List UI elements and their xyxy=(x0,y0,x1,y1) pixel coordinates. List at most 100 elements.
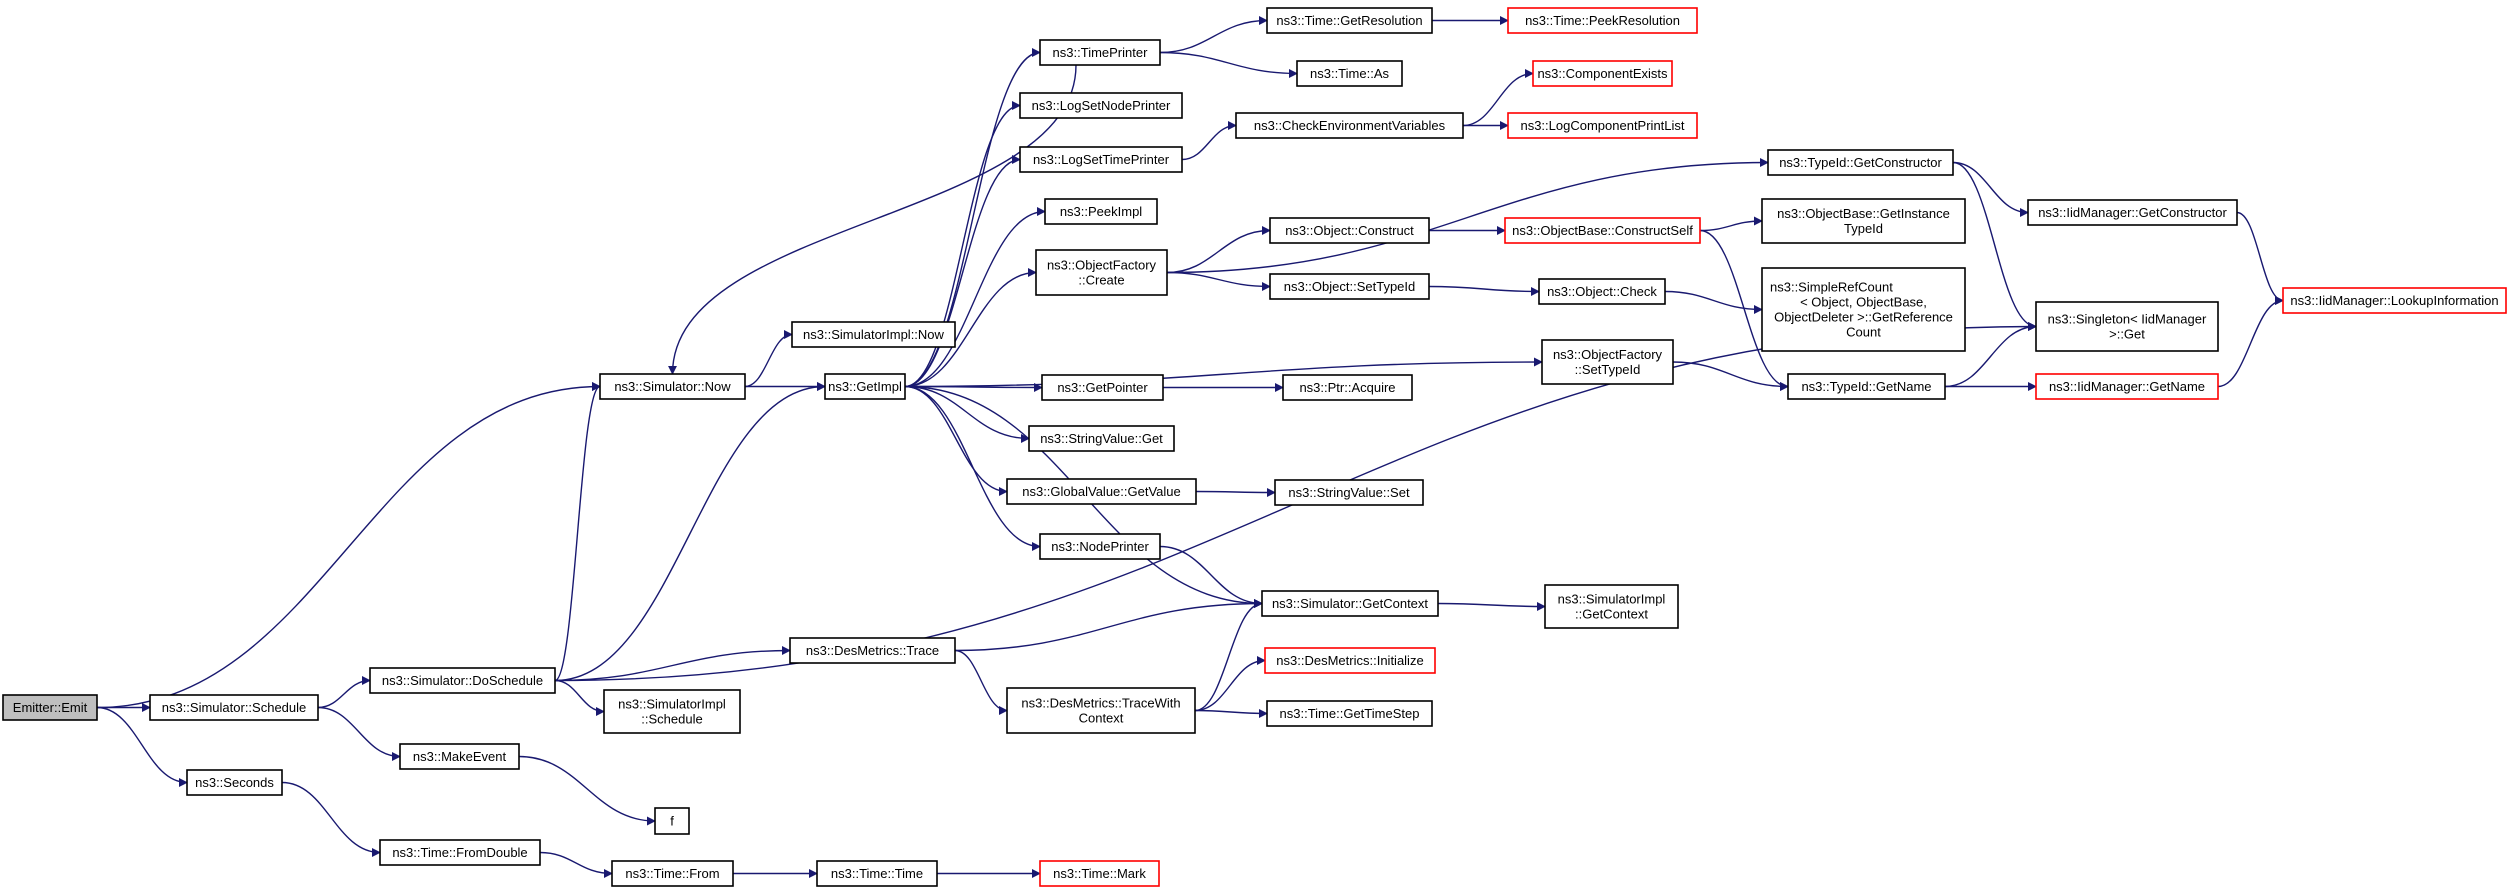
node-label: ns3::ObjectBase::GetInstance xyxy=(1777,206,1950,221)
node-box xyxy=(186,769,283,796)
node-object-construct[interactable]: ns3::Object::Construct xyxy=(1269,217,1430,244)
node-simulator-schedule[interactable]: ns3::Simulator::Schedule xyxy=(149,694,319,721)
node-box xyxy=(1541,339,1674,385)
edge-time-fromdouble-to-time-from xyxy=(539,851,613,878)
node-box xyxy=(1041,374,1164,401)
node-time-peekresolution[interactable]: ns3::Time::PeekResolution xyxy=(1507,7,1698,34)
edge-timeprinter-to-time-getresolution xyxy=(1159,16,1268,54)
node-label: Emitter::Emit xyxy=(13,700,88,715)
node-box xyxy=(1264,647,1436,674)
node-simulator-doschedule[interactable]: ns3::Simulator::DoSchedule xyxy=(369,667,556,694)
node-stringvalue-get[interactable]: ns3::StringValue::Get xyxy=(1028,425,1175,452)
node-f[interactable]: f xyxy=(654,807,690,835)
node-simulatorimpl-now[interactable]: ns3::SimulatorImpl::Now xyxy=(791,321,956,348)
node-box xyxy=(2,694,98,721)
node-timeprinter[interactable]: ns3::TimePrinter xyxy=(1039,39,1161,66)
node-label: ns3::SimulatorImpl::Now xyxy=(803,327,944,342)
edge-getimpl-to-stringvalue-get xyxy=(904,385,1030,443)
node-label: ns3::Time::PeekResolution xyxy=(1525,13,1680,28)
node-logsetnodeprinter[interactable]: ns3::LogSetNodePrinter xyxy=(1019,92,1183,119)
node-object-settypeid[interactable]: ns3::Object::SetTypeId xyxy=(1269,273,1430,300)
node-checkenvironmentvariables[interactable]: ns3::CheckEnvironmentVariables xyxy=(1235,112,1464,139)
edge-getimpl-to-objectfactory-create xyxy=(904,268,1037,388)
node-simulatorimpl-getcontext[interactable]: ns3::SimulatorImpl::GetContext xyxy=(1544,584,1679,629)
node-logsettimeprinter[interactable]: ns3::LogSetTimePrinter xyxy=(1019,146,1183,173)
node-label: ns3::DesMetrics::TraceWith xyxy=(1021,696,1180,711)
node-simulatorimpl-schedule[interactable]: ns3::SimulatorImpl::Schedule xyxy=(603,689,741,734)
node-time-fromdouble[interactable]: ns3::Time::FromDouble xyxy=(379,839,541,866)
node-label: ::GetContext xyxy=(1575,607,1648,622)
node-singleton-get[interactable]: ns3::Singleton< IidManager >::Get xyxy=(2035,301,2219,352)
node-getpointer[interactable]: ns3::GetPointer xyxy=(1041,374,1164,401)
node-object-check[interactable]: ns3::Object::Check xyxy=(1538,278,1666,305)
edge-getimpl-to-nodeprinter xyxy=(904,385,1041,551)
node-label: ns3::Object::SetTypeId xyxy=(1284,279,1416,294)
edge-simulator-doschedule-to-simulatorimpl-schedule xyxy=(554,679,605,716)
node-box xyxy=(654,807,690,835)
node-typeid-getname[interactable]: ns3::TypeId::GetName xyxy=(1787,373,1946,400)
node-label: ns3::Simulator::Now xyxy=(614,379,731,394)
node-box xyxy=(1019,92,1183,119)
node-objectbase-constructself[interactable]: ns3::ObjectBase::ConstructSelf xyxy=(1504,217,1701,244)
node-label: ns3::LogComponentPrintList xyxy=(1520,118,1684,133)
edge-simulator-schedule-to-simulator-doschedule xyxy=(317,676,371,709)
node-box xyxy=(1028,425,1175,452)
node-iidmanager-getconstructor[interactable]: ns3::IidManager::GetConstructor xyxy=(2027,199,2238,226)
edge-typeid-getname-to-singleton-get xyxy=(1944,322,2037,388)
node-box xyxy=(1006,687,1196,734)
node-label: ns3::Singleton< IidManager xyxy=(2048,312,2207,327)
edge-simulator-schedule-to-makeevent xyxy=(317,706,401,761)
node-label: ns3::Time::GetTimeStep xyxy=(1280,706,1420,721)
node-box xyxy=(1507,112,1698,139)
node-label: ns3::Time::Time xyxy=(831,866,923,881)
node-peekimpl[interactable]: ns3::PeekImpl xyxy=(1044,198,1158,225)
node-time-from[interactable]: ns3::Time::From xyxy=(611,860,734,887)
node-time-as[interactable]: ns3::Time::As xyxy=(1296,60,1403,87)
node-makeevent[interactable]: ns3::MakeEvent xyxy=(399,743,520,770)
node-getimpl[interactable]: ns3::GetImpl xyxy=(824,373,906,400)
node-simulator-now[interactable]: ns3::Simulator::Now xyxy=(599,373,746,400)
node-box xyxy=(379,839,541,866)
node-typeid-getconstructor[interactable]: ns3::TypeId::GetConstructor xyxy=(1767,149,1954,176)
node-box xyxy=(1544,584,1679,629)
node-box xyxy=(1538,278,1666,305)
node-label: ns3::PeekImpl xyxy=(1060,204,1142,219)
node-time-time[interactable]: ns3::Time::Time xyxy=(816,860,938,887)
node-nodeprinter[interactable]: ns3::NodePrinter xyxy=(1039,533,1161,560)
node-time-gettimestep[interactable]: ns3::Time::GetTimeStep xyxy=(1266,700,1433,727)
edge-desmetrics-trace-to-simulator-getcontext xyxy=(954,599,1263,652)
node-box xyxy=(1266,700,1433,727)
node-desmetrics-initialize[interactable]: ns3::DesMetrics::Initialize xyxy=(1264,647,1436,674)
node-objectfactory-create[interactable]: ns3::ObjectFactory::Create xyxy=(1035,249,1168,296)
node-globalvalue-getvalue[interactable]: ns3::GlobalValue::GetValue xyxy=(1006,478,1197,505)
node-label: ns3::TypeId::GetName xyxy=(1801,379,1931,394)
node-iidmanager-lookupinformation[interactable]: ns3::IidManager::LookupInformation xyxy=(2282,287,2507,314)
node-label: ns3::DesMetrics::Trace xyxy=(806,643,939,658)
node-box xyxy=(611,860,734,887)
node-simplerefcount[interactable]: ns3::SimpleRefCount< Object, ObjectBase,… xyxy=(1761,267,1966,352)
node-componentexists[interactable]: ns3::ComponentExists xyxy=(1532,60,1673,87)
node-label: ns3::Simulator::DoSchedule xyxy=(382,673,543,688)
node-stringvalue-set[interactable]: ns3::StringValue::Set xyxy=(1274,479,1424,506)
node-label: ns3::ComponentExists xyxy=(1537,66,1668,81)
node-time-mark[interactable]: ns3::Time::Mark xyxy=(1039,860,1160,887)
edge-typeid-getconstructor-to-iidmanager-getconstructor xyxy=(1952,161,2029,217)
node-ptr-acquire[interactable]: ns3::Ptr::Acquire xyxy=(1282,374,1413,401)
node-emitter-emit[interactable]: Emitter::Emit xyxy=(2,694,98,721)
node-time-getresolution[interactable]: ns3::Time::GetResolution xyxy=(1266,7,1433,34)
node-logcomponentprintlist[interactable]: ns3::LogComponentPrintList xyxy=(1507,112,1698,139)
node-seconds[interactable]: ns3::Seconds xyxy=(186,769,283,796)
node-iidmanager-getname[interactable]: ns3::IidManager::GetName xyxy=(2035,373,2219,400)
node-desmetrics-trace[interactable]: ns3::DesMetrics::Trace xyxy=(789,637,956,664)
node-box xyxy=(789,637,956,664)
node-label: ns3::IidManager::GetConstructor xyxy=(2038,205,2227,220)
node-objectfactory-settypeid[interactable]: ns3::ObjectFactory::SetTypeId xyxy=(1541,339,1674,385)
edge-timeprinter-to-time-as xyxy=(1159,51,1298,78)
edge-getimpl-to-peekimpl xyxy=(904,207,1046,388)
node-simulator-getcontext[interactable]: ns3::Simulator::GetContext xyxy=(1261,590,1439,617)
node-label: ns3::StringValue::Get xyxy=(1040,431,1163,446)
edge-desmetrics-trace-to-desmetrics-tracewithcontext xyxy=(954,649,1008,715)
